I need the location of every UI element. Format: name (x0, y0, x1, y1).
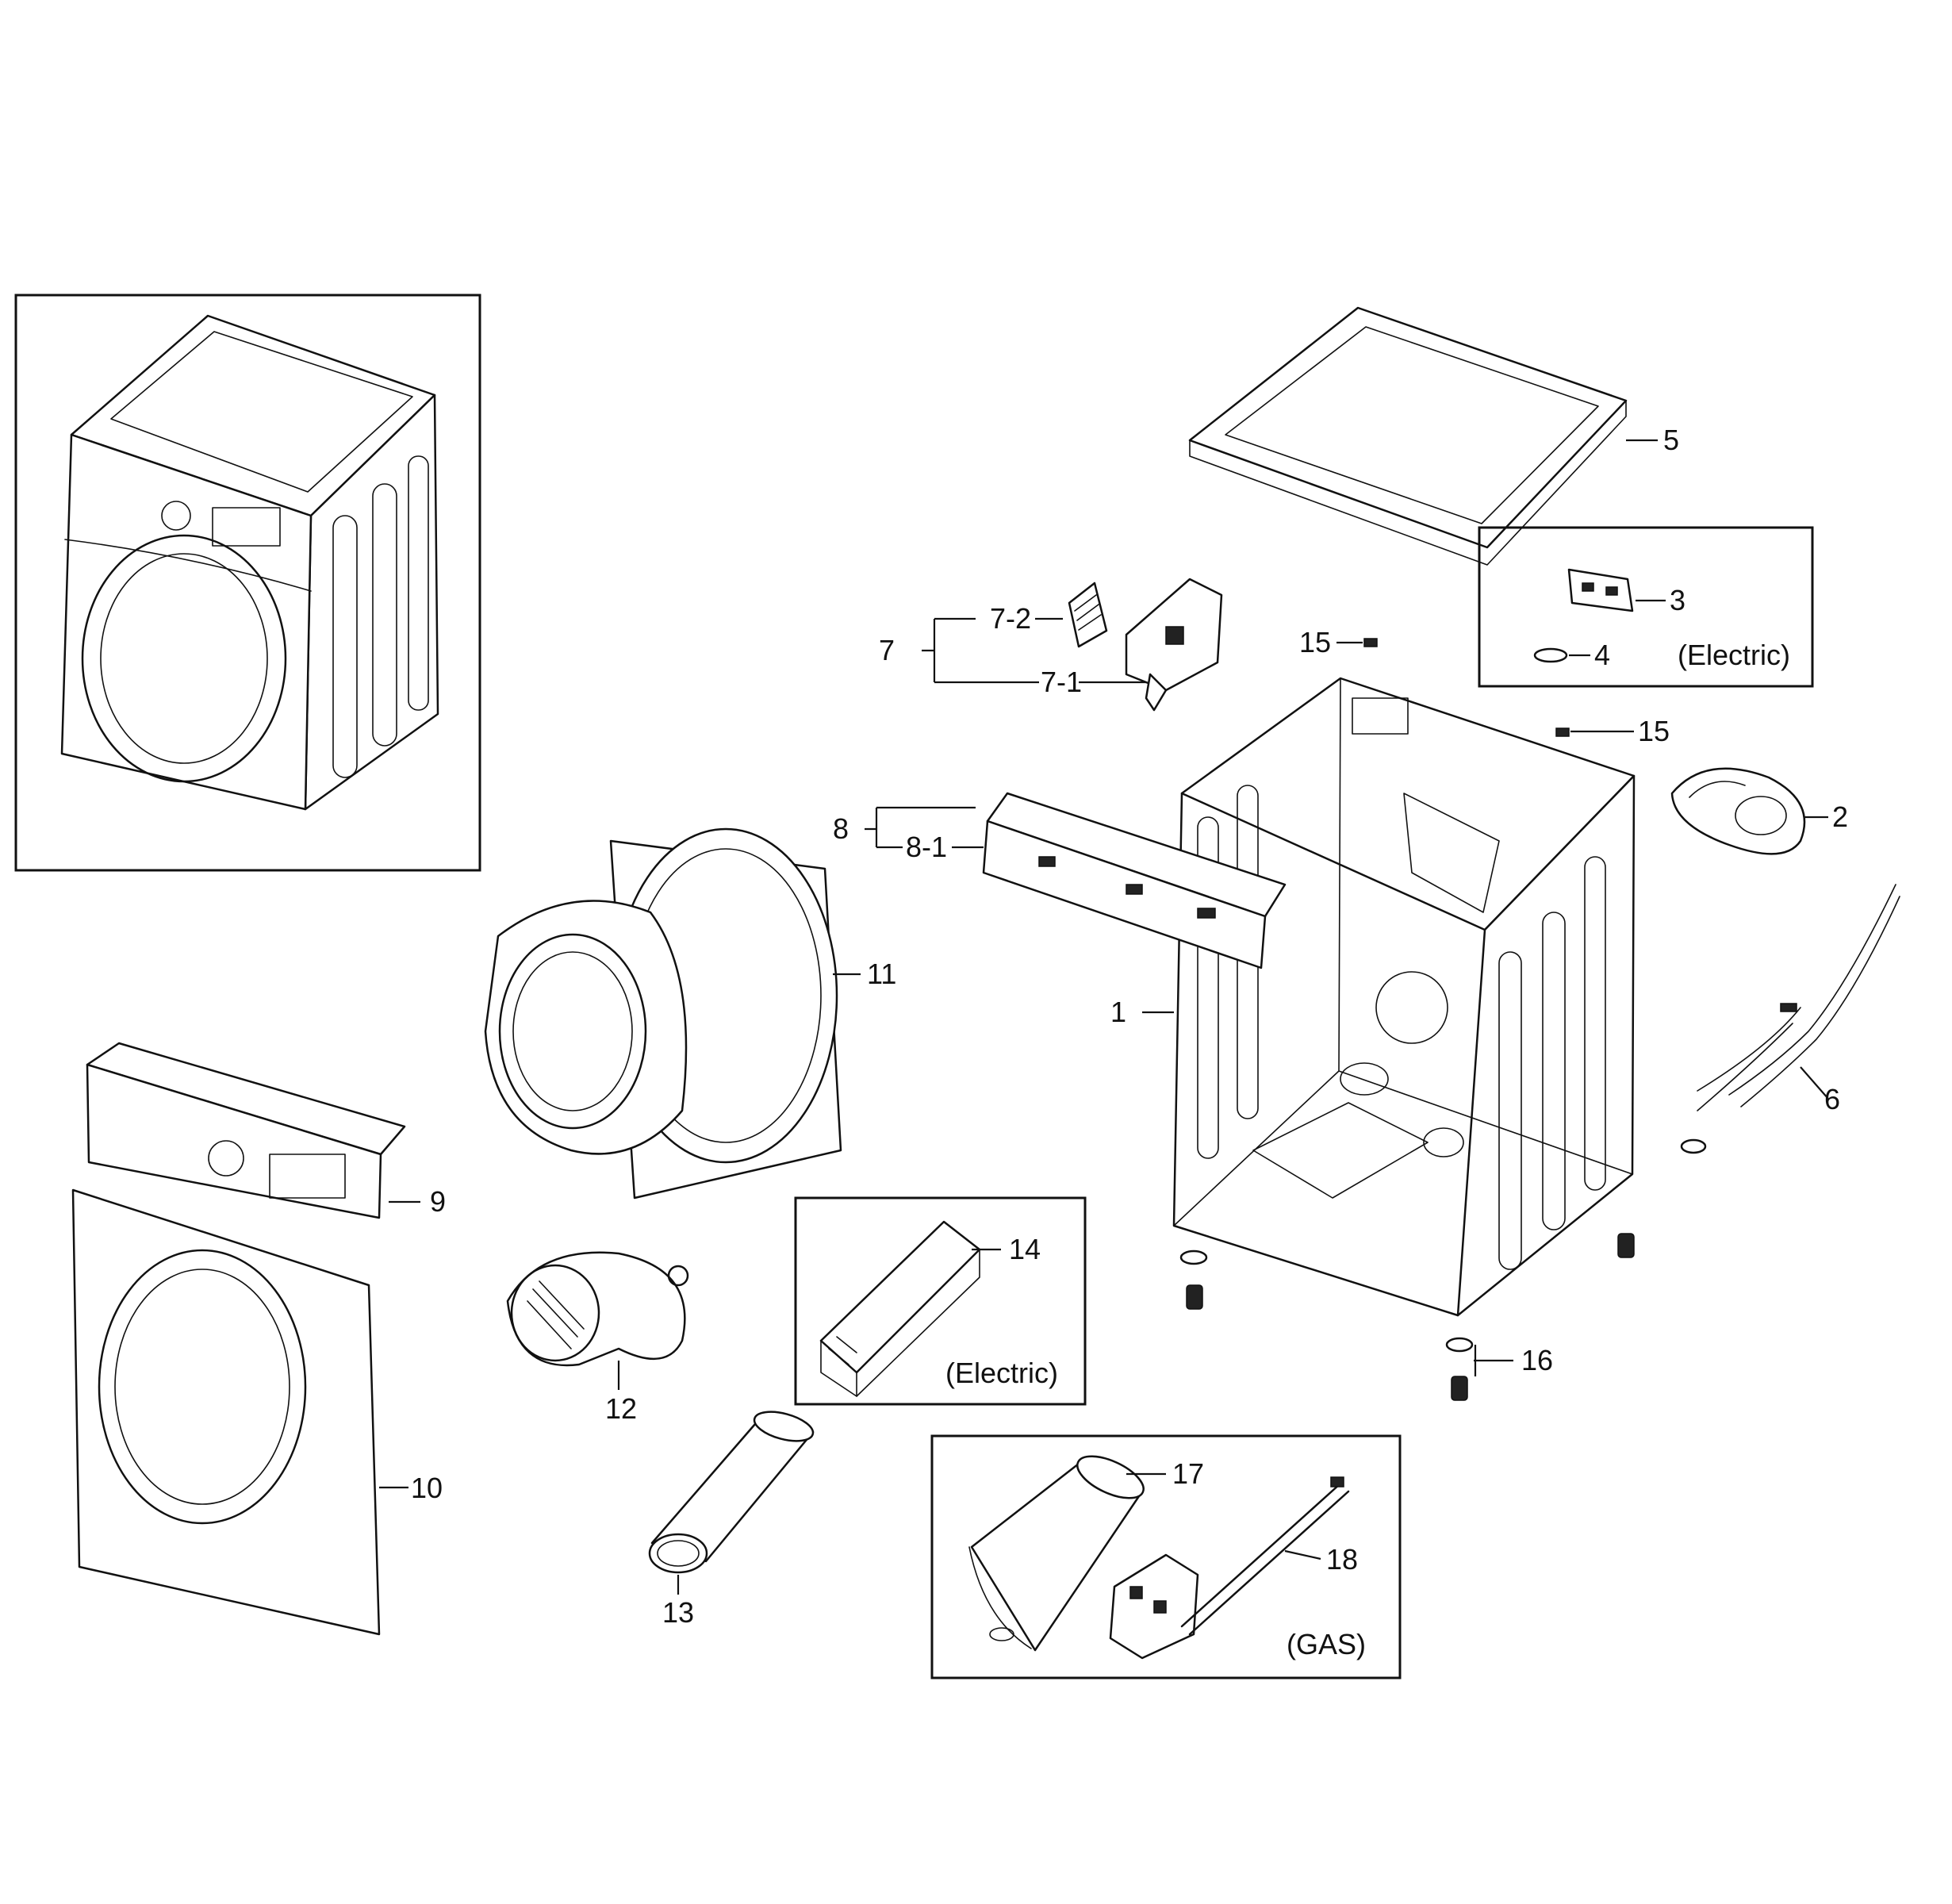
callout-7-2: 7-2 (990, 602, 1031, 635)
callout-1: 1 (1110, 996, 1126, 1028)
callout-10: 10 (411, 1472, 443, 1504)
part-exhaust-duct (648, 1411, 815, 1574)
part-wire-harness (1680, 884, 1900, 1154)
callout-4: 4 (1594, 639, 1610, 671)
part-top-cover (1188, 306, 1628, 566)
part-blower-housing (506, 1251, 689, 1367)
electric-parts-box (1478, 526, 1814, 688)
callout-16: 16 (1521, 1344, 1553, 1376)
part-drum (484, 827, 842, 1200)
part-strain-relief (1533, 647, 1568, 663)
part-leveling-feet (1179, 1233, 1635, 1401)
callout-5: 5 (1663, 424, 1679, 456)
callout-13: 13 (662, 1596, 694, 1629)
callout-8: 8 (833, 812, 849, 845)
callout-11: 11 (867, 958, 896, 990)
assembled-dryer-inset (14, 294, 481, 872)
electric-box-label: (Electric) (1678, 639, 1790, 671)
gas-parts-box (930, 1434, 1402, 1679)
inset-front (60, 433, 313, 811)
callout-2: 2 (1832, 800, 1848, 833)
part-clips (1363, 638, 1570, 737)
callout-3: 3 (1670, 584, 1685, 616)
callout-6: 6 (1824, 1083, 1840, 1115)
part-cabinet (1172, 677, 1636, 1317)
part-terminal-block (1567, 568, 1634, 612)
callout-14: 14 (1009, 1233, 1041, 1265)
callout-17: 17 (1172, 1457, 1204, 1490)
gas-box-label: (GAS) (1287, 1628, 1366, 1660)
callout-9: 9 (430, 1185, 446, 1218)
part-control-panel (86, 1042, 406, 1219)
callout-15-top: 15 (1299, 626, 1331, 658)
electric-heater-box (794, 1196, 1087, 1406)
electric-heater-label: (Electric) (945, 1357, 1058, 1389)
callout-12: 12 (605, 1392, 637, 1425)
callout-7: 7 (879, 634, 895, 666)
callout-7-1: 7-1 (1041, 666, 1082, 698)
part-gas-valve-igniter (1109, 1476, 1350, 1660)
callout-8-1: 8-1 (906, 831, 947, 863)
inset-knob (161, 501, 191, 531)
callout-18: 18 (1326, 1543, 1358, 1576)
part-duct-cover (1670, 767, 1806, 855)
part-lint-filter (1068, 582, 1108, 648)
part-control-bracket (982, 792, 1287, 969)
inset-frame (14, 294, 481, 872)
part-filter-housing (1125, 578, 1223, 712)
inset-door (81, 534, 287, 783)
part-front-panel (71, 1188, 381, 1636)
part-callouts: 1 2 3 4 5 6 7 7-2 7-1 8 8-1 9 10 11 12 1… (411, 424, 1848, 1660)
part-burner-tube (968, 1455, 1145, 1652)
callout-15-right: 15 (1638, 715, 1670, 747)
